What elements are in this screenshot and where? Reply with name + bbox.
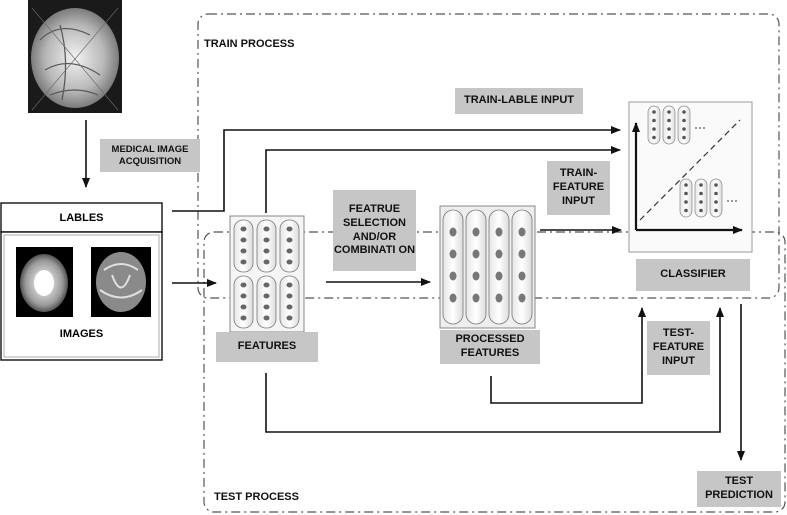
lables-box (0, 202, 163, 233)
test-feature-arrow (490, 307, 646, 404)
test-process-title: TEST PROCESS (214, 491, 299, 503)
train-process-title: TRAIN PROCESS (204, 38, 295, 50)
train-lable-arrow (172, 126, 621, 212)
lables-title: LABLES (59, 211, 104, 224)
mri-slice-2 (91, 247, 151, 317)
feature-selection-label: FEATRUE SELECTION AND/OR COMBINATI ON (333, 190, 416, 271)
processed-features-label: PROCESSED FEATURES (440, 330, 540, 364)
features-label: FEATURES (216, 332, 318, 362)
processed-features-illustration (439, 205, 536, 329)
medical-acquisition-label: MEDICAL IMAGE ACQUISITION (100, 139, 200, 172)
train-lable-input-label: TRAIN-LABLE INPUT (455, 88, 583, 114)
classifier-plot (628, 101, 753, 253)
features-illustration (229, 215, 305, 333)
mri-slice-1 (16, 247, 73, 317)
test-prediction-label: TEST PREDICTION (697, 471, 781, 507)
brain-3d-image (28, 0, 122, 113)
features-test-arrow (265, 307, 724, 433)
train-feature-input-label: TRAIN-FEATURE INPUT (547, 161, 610, 215)
features-to-classifier-arrow (265, 146, 621, 213)
images-title: IMAGES (59, 328, 104, 340)
test-feature-input-label: TEST-FEATURE INPUT (647, 321, 710, 375)
classifier-label: CLASSIFIER (636, 259, 750, 291)
